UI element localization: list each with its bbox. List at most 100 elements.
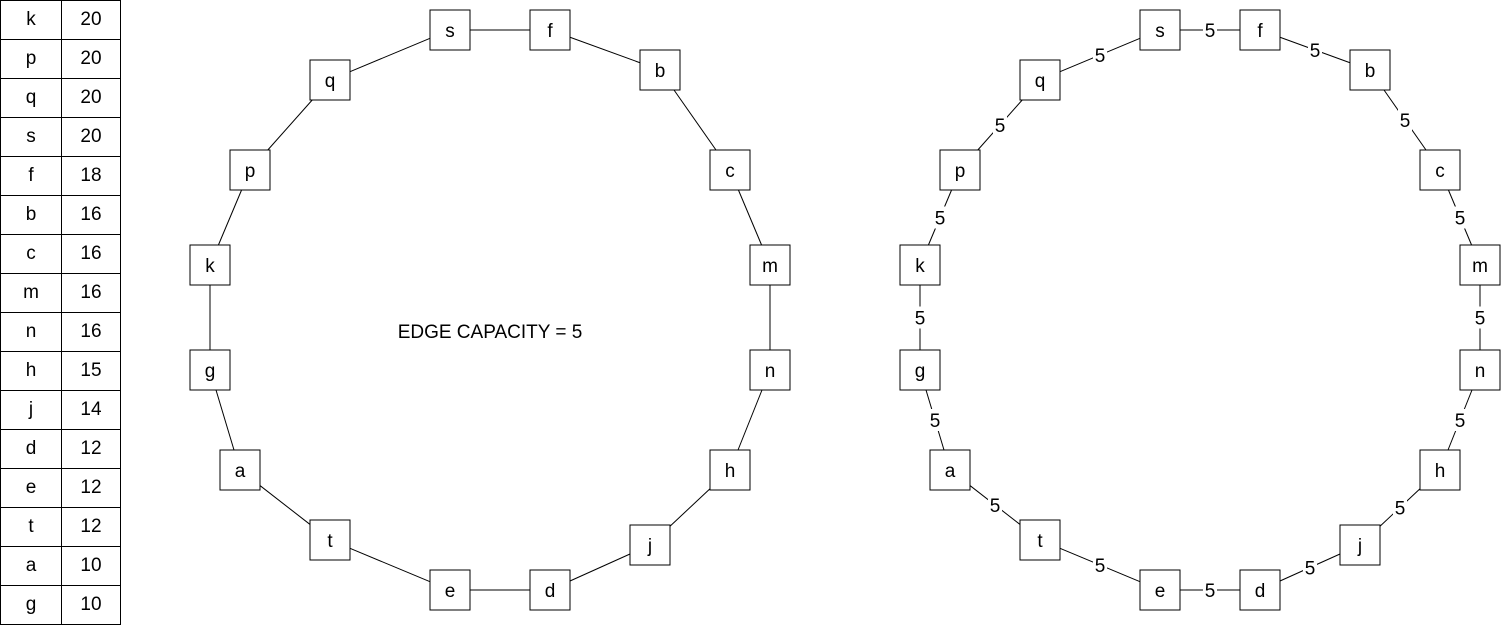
node-label: e bbox=[445, 581, 456, 602]
node-box bbox=[1459, 244, 1501, 286]
edge-capacity-caption: EDGE CAPACITY = 5 bbox=[398, 322, 583, 343]
edge-b-c bbox=[673, 89, 717, 151]
edge-label-background bbox=[1203, 19, 1217, 41]
node-box bbox=[929, 449, 971, 491]
edge-capacity-label: 5 bbox=[935, 209, 946, 230]
node-box bbox=[529, 9, 571, 51]
edge-capacity-label: 5 bbox=[990, 496, 1001, 517]
node-box bbox=[1019, 519, 1061, 561]
degree-table-node: f bbox=[0, 156, 62, 196]
node-box bbox=[1139, 569, 1181, 611]
node-box bbox=[1459, 349, 1501, 391]
node-label: d bbox=[1255, 581, 1266, 602]
node-label: h bbox=[725, 461, 736, 482]
node-box bbox=[899, 349, 941, 391]
node-s: s bbox=[1139, 9, 1181, 51]
edge-capacity-label: 5 bbox=[1400, 111, 1411, 132]
node-p: p bbox=[229, 149, 271, 191]
degree-table-node: s bbox=[0, 117, 62, 157]
node-m: m bbox=[749, 244, 791, 286]
node-k: k bbox=[189, 244, 231, 286]
node-k: k bbox=[899, 244, 941, 286]
edge-label-background bbox=[988, 494, 1002, 516]
edge-capacity-label: 5 bbox=[915, 309, 926, 330]
node-label: q bbox=[325, 71, 336, 92]
node-box bbox=[709, 449, 751, 491]
edge-capacity-label: 5 bbox=[1095, 556, 1106, 577]
node-c: c bbox=[1419, 149, 1461, 191]
degree-table-value: 16 bbox=[61, 312, 121, 352]
node-box bbox=[429, 569, 471, 611]
degree-table-value: 20 bbox=[61, 39, 121, 79]
edge-label-background bbox=[1473, 306, 1487, 329]
node-q: q bbox=[1019, 59, 1061, 101]
node-box bbox=[1419, 449, 1461, 491]
node-label: a bbox=[945, 461, 956, 482]
node-e: e bbox=[1139, 569, 1181, 611]
edge-label-background bbox=[928, 409, 942, 431]
node-label: q bbox=[1035, 71, 1046, 92]
edge-capacity-label: 5 bbox=[1305, 559, 1316, 580]
edge-capacity-label: 5 bbox=[1205, 21, 1216, 42]
degree-table-node: e bbox=[0, 468, 62, 508]
edge-label-background bbox=[1398, 109, 1412, 131]
edge-e-t bbox=[349, 547, 431, 583]
node-f: f bbox=[1239, 9, 1281, 51]
edge-label-background bbox=[1303, 556, 1317, 579]
edge-label-background bbox=[913, 306, 927, 329]
node-box bbox=[189, 349, 231, 391]
node-label: s bbox=[1155, 21, 1165, 42]
edge-t-a bbox=[259, 485, 311, 525]
node-label: b bbox=[655, 61, 666, 82]
degree-table-node: b bbox=[0, 195, 62, 235]
node-box bbox=[229, 149, 271, 191]
node-n: n bbox=[749, 349, 791, 391]
node-p: p bbox=[939, 149, 981, 191]
edge-capacity-label: 5 bbox=[930, 411, 941, 432]
node-c: c bbox=[709, 149, 751, 191]
node-box bbox=[529, 569, 571, 611]
node-m: m bbox=[1459, 244, 1501, 286]
node-box bbox=[639, 49, 681, 91]
edge-label-background bbox=[1393, 496, 1407, 519]
degree-table-value: 20 bbox=[61, 117, 121, 157]
node-label: j bbox=[1357, 536, 1362, 557]
node-box bbox=[309, 59, 351, 101]
node-label: m bbox=[762, 256, 778, 277]
node-label: k bbox=[915, 256, 925, 277]
node-label: g bbox=[915, 361, 926, 382]
node-h: h bbox=[1419, 449, 1461, 491]
node-box bbox=[1339, 524, 1381, 566]
edge-k-p bbox=[217, 189, 243, 246]
node-b: b bbox=[1349, 49, 1391, 91]
edge-capacity-label: 5 bbox=[1310, 41, 1321, 62]
node-box bbox=[1349, 49, 1391, 91]
degree-table-value: 10 bbox=[61, 546, 121, 586]
edge-label-background bbox=[993, 114, 1007, 136]
edge-j-d bbox=[569, 553, 631, 582]
edge-a-g bbox=[215, 389, 235, 451]
node-j: j bbox=[1339, 524, 1381, 566]
edge-q-s bbox=[349, 37, 431, 73]
edge-capacity-label: 5 bbox=[1475, 309, 1486, 330]
node-label: c bbox=[725, 161, 735, 182]
node-box bbox=[709, 149, 751, 191]
node-b: b bbox=[639, 49, 681, 91]
node-j: j bbox=[629, 524, 671, 566]
edge-capacity-label: 5 bbox=[1455, 209, 1466, 230]
node-label: j bbox=[647, 536, 652, 557]
node-label: h bbox=[1435, 461, 1446, 482]
node-label: d bbox=[545, 581, 556, 602]
edge-label-background bbox=[1453, 409, 1467, 431]
node-label: n bbox=[765, 361, 776, 382]
node-label: p bbox=[245, 161, 256, 182]
